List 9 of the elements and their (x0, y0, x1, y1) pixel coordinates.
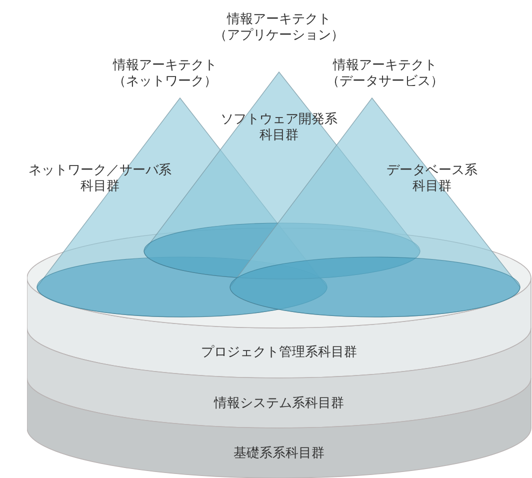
layer-label: 情報システム系科目群 (214, 396, 344, 412)
role-title: 情報アーキテクト（アプリケーション） (214, 12, 344, 44)
layer-label: プロジェクト管理系科目群 (201, 345, 357, 361)
subject-group-label: ソフトウェア開発系科目群 (220, 112, 338, 144)
subject-group-label: ネットワーク／サーバ系科目群 (28, 163, 172, 195)
layer-label: 基礎系系科目群 (234, 446, 324, 462)
role-title: 情報アーキテクト（データサービス） (326, 58, 444, 90)
subject-group-label: データベース系科目群 (386, 163, 478, 195)
role-title: 情報アーキテクト（ネットワーク） (113, 58, 217, 90)
